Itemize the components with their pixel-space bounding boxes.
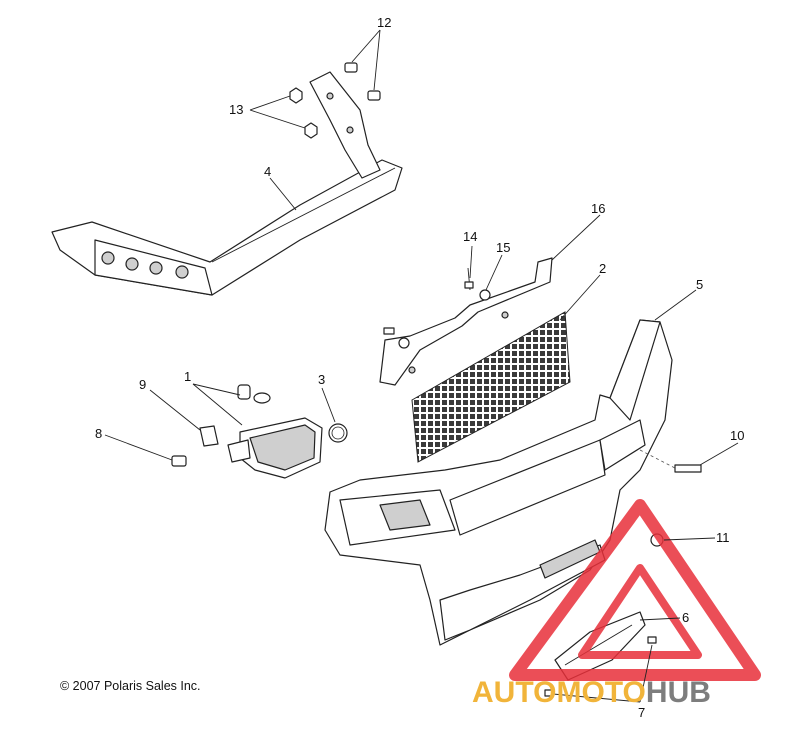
callout-1: 1 bbox=[184, 369, 191, 384]
callout-9: 9 bbox=[139, 377, 146, 392]
bolt-12a bbox=[344, 62, 358, 73]
o-ring-3 bbox=[328, 423, 348, 443]
upper-bracket-plate bbox=[309, 71, 381, 179]
nut-13a bbox=[289, 87, 303, 104]
washer-small bbox=[398, 337, 410, 349]
callout-15: 15 bbox=[496, 240, 510, 255]
bulb-part bbox=[237, 384, 271, 404]
watermark-text: AUTOMOTOHUB bbox=[472, 676, 711, 709]
watermark-text-part1: AUTOMOTO bbox=[472, 676, 646, 709]
clip-9 bbox=[199, 425, 219, 447]
callout-4: 4 bbox=[264, 164, 271, 179]
screw-small bbox=[383, 327, 395, 335]
screw-14 bbox=[464, 267, 474, 291]
watermark-text-part2: HUB bbox=[646, 676, 711, 709]
copyright-text: © 2007 Polaris Sales Inc. bbox=[60, 679, 201, 693]
callout-2: 2 bbox=[599, 261, 606, 276]
callout-6: 6 bbox=[682, 610, 689, 625]
callout-13: 13 bbox=[229, 102, 243, 117]
mesh-grille-part bbox=[411, 311, 571, 463]
front-bumper-part bbox=[324, 319, 673, 646]
screw-7a bbox=[544, 689, 554, 697]
leader-lines bbox=[104, 29, 739, 703]
callout-16: 16 bbox=[591, 201, 605, 216]
bolt-12b bbox=[367, 90, 381, 101]
callout-5: 5 bbox=[696, 277, 703, 292]
callout-14: 14 bbox=[463, 229, 477, 244]
watermark-logo bbox=[509, 499, 761, 681]
callout-12: 12 bbox=[377, 15, 391, 30]
callout-7: 7 bbox=[638, 705, 645, 720]
callout-11: 11 bbox=[716, 530, 730, 545]
bolt-10 bbox=[639, 449, 702, 473]
callout-8: 8 bbox=[95, 426, 102, 441]
screw-7b bbox=[647, 636, 657, 644]
washer-15 bbox=[479, 289, 491, 301]
bracket-bar-part bbox=[51, 159, 403, 296]
grille-strip-bracket-part bbox=[379, 257, 553, 386]
screw-8 bbox=[171, 455, 187, 467]
headlight-assembly-part bbox=[227, 417, 323, 479]
callout-3: 3 bbox=[318, 372, 325, 387]
nut-13b bbox=[304, 122, 318, 139]
callout-10: 10 bbox=[730, 428, 744, 443]
